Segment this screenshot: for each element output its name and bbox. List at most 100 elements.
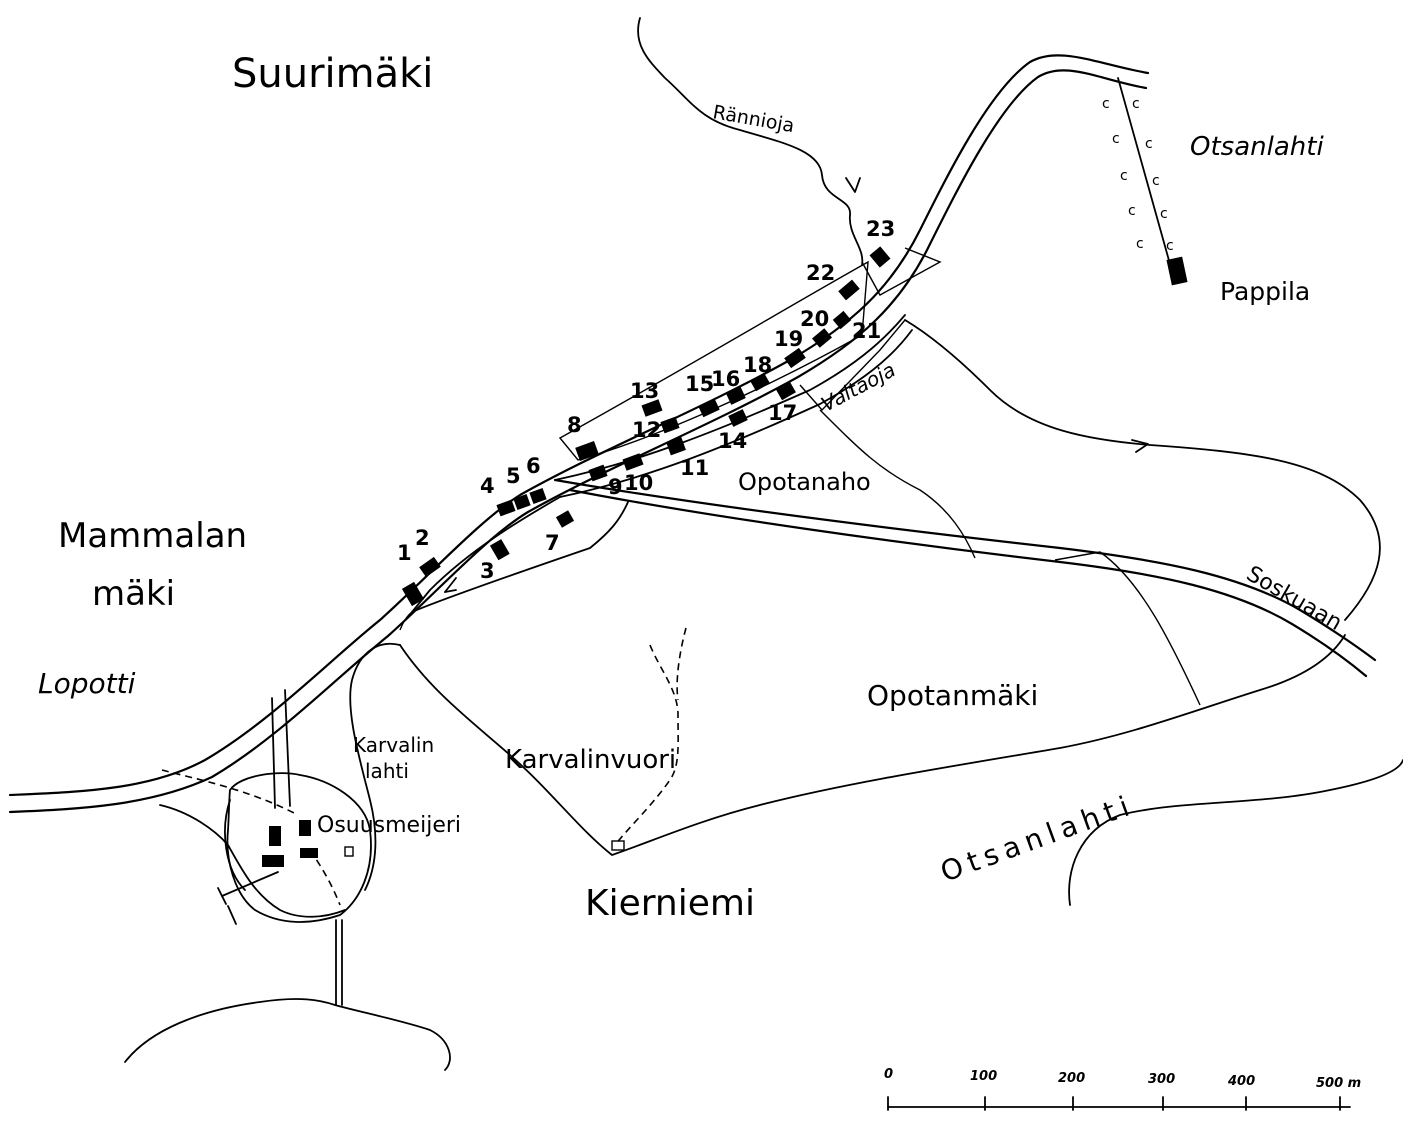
svg-text:c: c <box>1160 206 1168 222</box>
svg-text:c: c <box>1128 203 1136 219</box>
house-number-15: 15 <box>685 372 714 396</box>
scale-tick-0: 0 <box>884 1067 893 1082</box>
house-10 <box>622 453 644 471</box>
house-8 <box>575 441 599 461</box>
label-valtaoja: Valtaoja <box>817 357 899 416</box>
house-number-11: 11 <box>680 456 709 480</box>
house-14 <box>728 409 748 427</box>
house-number-1: 1 <box>397 541 412 565</box>
label-opotanmaki: Opotanmäki <box>867 679 1038 712</box>
house-number-2: 2 <box>415 526 430 550</box>
house-number-8: 8 <box>567 413 582 437</box>
field-parcels <box>558 247 942 461</box>
meijeri-building-3 <box>262 855 284 867</box>
label-mammalan: Mammalan <box>58 516 247 556</box>
house-number-6: 6 <box>526 454 541 478</box>
house-11 <box>666 436 686 456</box>
house-21 <box>832 310 852 330</box>
house-number-10: 10 <box>624 471 653 495</box>
house-number-4: 4 <box>480 474 495 498</box>
house-3 <box>489 539 510 561</box>
label-karvalinvuori: Karvalinvuori <box>505 745 676 775</box>
label-suurimaki: Suurimäki <box>232 51 433 97</box>
scale-tick-500: 500 m <box>1316 1076 1361 1091</box>
house-number-18: 18 <box>743 353 772 377</box>
shorelines <box>124 409 1403 1071</box>
label-rannioja: Rännioja <box>711 101 796 137</box>
label-lopotti: Lopotti <box>38 667 136 700</box>
svg-text:c: c <box>1112 131 1120 147</box>
house-7 <box>555 510 575 528</box>
house-22 <box>838 279 860 301</box>
stream-valtaoja <box>904 319 1381 621</box>
scale-bar: 0 100 200 300 400 500 m <box>884 1067 1361 1111</box>
scale-tick-100: 100 <box>970 1069 997 1084</box>
house-18 <box>750 372 770 392</box>
svg-text:c: c <box>1120 168 1128 184</box>
svg-text:c: c <box>1136 236 1144 252</box>
svg-text:c: c <box>1145 136 1153 152</box>
svg-text:c: c <box>1102 96 1110 112</box>
svg-text:c: c <box>1152 173 1160 189</box>
house-4 <box>496 499 516 517</box>
house-5 <box>513 493 531 511</box>
meijeri-outbuilding <box>344 846 354 857</box>
house-9 <box>588 464 608 482</box>
label-pappila: Pappila <box>1220 277 1310 306</box>
house-17 <box>776 381 796 401</box>
meijeri-building-4 <box>300 848 318 858</box>
scale-tick-400: 400 <box>1227 1074 1255 1089</box>
label-karvalin-lahti: lahti <box>365 759 409 783</box>
house-number-3: 3 <box>480 559 495 583</box>
meijeri-building-1 <box>269 826 281 846</box>
house-2 <box>419 556 441 578</box>
house-number-5: 5 <box>506 464 521 488</box>
house-6 <box>529 487 547 505</box>
karvalinvuori-hut <box>611 840 625 851</box>
house-number-12: 12 <box>632 418 661 442</box>
scale-tick-300: 300 <box>1148 1072 1175 1087</box>
paths <box>161 627 687 1006</box>
stream-southwest <box>444 577 457 593</box>
house-12 <box>660 416 680 434</box>
house-numbers: 1 2 3 4 5 6 7 8 9 10 11 12 13 14 15 16 1… <box>397 217 895 583</box>
svg-text:c: c <box>1132 96 1140 112</box>
label-osuusmeijeri: Osuusmeijeri <box>317 813 461 838</box>
label-otsanlahti-s: Otsanlahti <box>936 788 1139 889</box>
scale-tick-200: 200 <box>1058 1071 1085 1086</box>
pappila-building <box>1166 256 1188 286</box>
label-mammalan-maki: mäki <box>92 574 175 614</box>
buildings <box>262 246 1188 867</box>
label-opotanaho: Opotanaho <box>738 468 871 496</box>
village-lane <box>399 314 913 631</box>
house-number-14: 14 <box>718 429 747 453</box>
house-23 <box>869 246 891 268</box>
house-number-7: 7 <box>545 531 560 555</box>
house-15 <box>698 398 720 418</box>
house-20 <box>812 328 832 348</box>
house-number-22: 22 <box>806 261 835 285</box>
meijeri-building-2 <box>299 820 311 836</box>
house-13 <box>641 399 663 417</box>
label-karvalin: Karvalin <box>353 733 434 757</box>
house-16 <box>726 387 746 405</box>
house-number-13: 13 <box>630 379 659 403</box>
house-1 <box>401 581 425 607</box>
house-number-19: 19 <box>774 327 803 351</box>
house-number-20: 20 <box>800 307 829 331</box>
soskuaan-road <box>553 478 1377 678</box>
house-number-16: 16 <box>711 367 740 391</box>
place-labels: Suurimäki Mammalan mäki Lopotti Otsanlah… <box>38 51 1324 924</box>
water-labels: Rännioja Valtaoja Soskuaan <box>711 101 1346 636</box>
house-number-23: 23 <box>866 217 895 241</box>
house-number-21: 21 <box>852 319 881 343</box>
stream-rannioja <box>637 17 864 266</box>
house-number-9: 9 <box>608 475 623 499</box>
label-otsanlahti-ne: Otsanlahti <box>1190 132 1324 162</box>
house-19 <box>784 347 806 369</box>
house-number-17: 17 <box>768 401 797 425</box>
svg-text:c: c <box>1166 238 1174 254</box>
main-road <box>8 54 1150 814</box>
